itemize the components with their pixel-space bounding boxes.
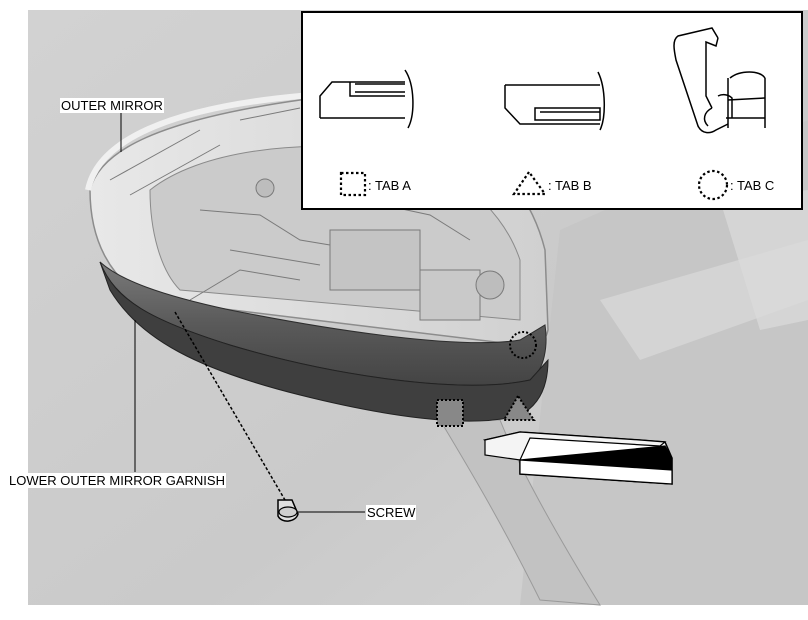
circle-tab-icon (697, 169, 729, 201)
tab-a-marker (436, 399, 464, 427)
square-tab-icon (339, 171, 367, 197)
tab-c-detail-sketch (673, 27, 766, 134)
triangle-tab-icon (511, 170, 548, 196)
legend-tab-a-label: : TAB A (368, 178, 411, 193)
legend-box (301, 11, 803, 210)
lower-garnish-label: LOWER OUTER MIRROR GARNISH (8, 473, 226, 488)
tab-b-marker (502, 394, 536, 421)
legend-tab-b-label: : TAB B (548, 178, 592, 193)
tab-a-detail-sketch (319, 69, 414, 129)
screw-label: SCREW (366, 505, 417, 520)
screw-leader-line (174, 311, 286, 501)
direction-arrow-icon (482, 431, 673, 485)
tab-c-marker (509, 331, 537, 359)
window-glass (720, 190, 808, 330)
mirror-mechanism-lines (109, 107, 505, 321)
legend-tab-c-label: : TAB C (730, 178, 775, 193)
lower-garnish-underside (99, 261, 549, 422)
screw-icon (277, 499, 299, 522)
tab-b-detail-sketch (504, 71, 605, 131)
outer-mirror-label: OUTER MIRROR (60, 98, 164, 113)
